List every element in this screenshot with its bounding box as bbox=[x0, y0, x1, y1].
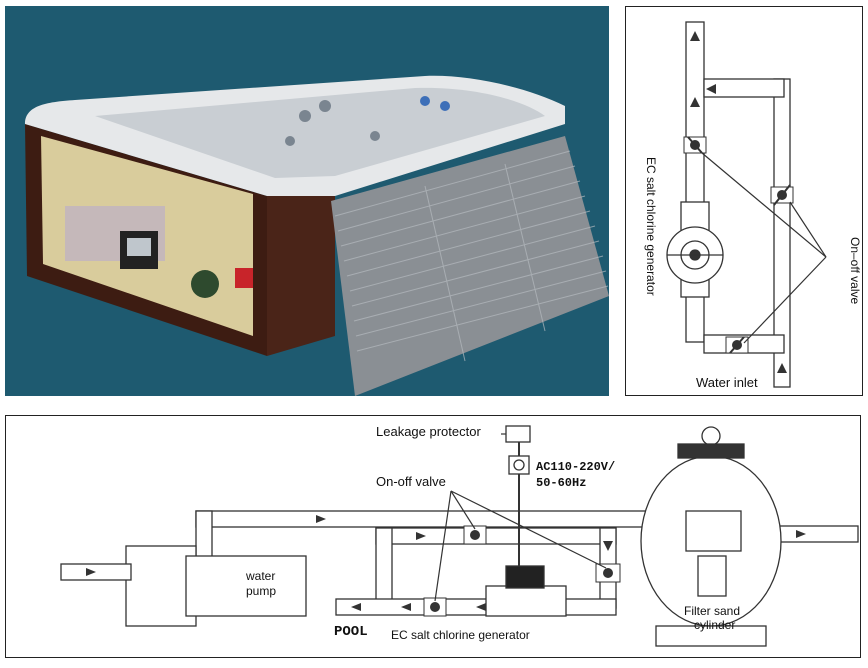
horizontal-pipe-drawing bbox=[60, 425, 859, 647]
valve-right bbox=[770, 184, 794, 206]
insulation-panel bbox=[331, 136, 609, 396]
valve-bottom bbox=[725, 336, 749, 354]
spa-basin bbox=[95, 87, 545, 178]
vertical-pipe-drawing bbox=[666, 21, 827, 388]
vertical-install-diagram: EC salt chlorine generator On–off valve … bbox=[625, 6, 863, 396]
horizontal-install-diagram: Leakage protector AC110-220V/ 50-60Hz On… bbox=[5, 415, 861, 658]
water-inlet-label: Water inlet bbox=[696, 375, 758, 390]
spa-photo bbox=[5, 6, 609, 396]
on-off-valve-label: On-off valve bbox=[376, 474, 446, 489]
pump-label-line1: water bbox=[246, 569, 276, 583]
pump-label-line2: pump bbox=[246, 584, 277, 598]
filter-label-line2: cylinder bbox=[694, 618, 736, 632]
valve-top-left bbox=[683, 136, 707, 154]
valve-label-vertical: On–off valve bbox=[848, 237, 862, 305]
control-screen bbox=[127, 238, 151, 256]
valve-top-pipe bbox=[463, 525, 487, 545]
spa-illustration bbox=[25, 75, 609, 396]
cabinet-corner bbox=[267, 194, 335, 356]
filter-label-line1: Filter sand bbox=[684, 604, 741, 618]
valve-red bbox=[235, 268, 253, 288]
generator-label-vertical: EC salt chlorine generator bbox=[644, 157, 658, 296]
pool-label: POOL bbox=[334, 624, 368, 640]
pump-motor bbox=[191, 270, 219, 298]
valve-right-riser bbox=[595, 563, 621, 583]
power-spec-line2: 50-60Hz bbox=[536, 476, 587, 490]
power-spec-line1: AC110-220V/ bbox=[536, 460, 616, 474]
leakage-protector-label: Leakage protector bbox=[376, 424, 481, 439]
generator-label: EC salt chlorine generator bbox=[391, 628, 530, 642]
